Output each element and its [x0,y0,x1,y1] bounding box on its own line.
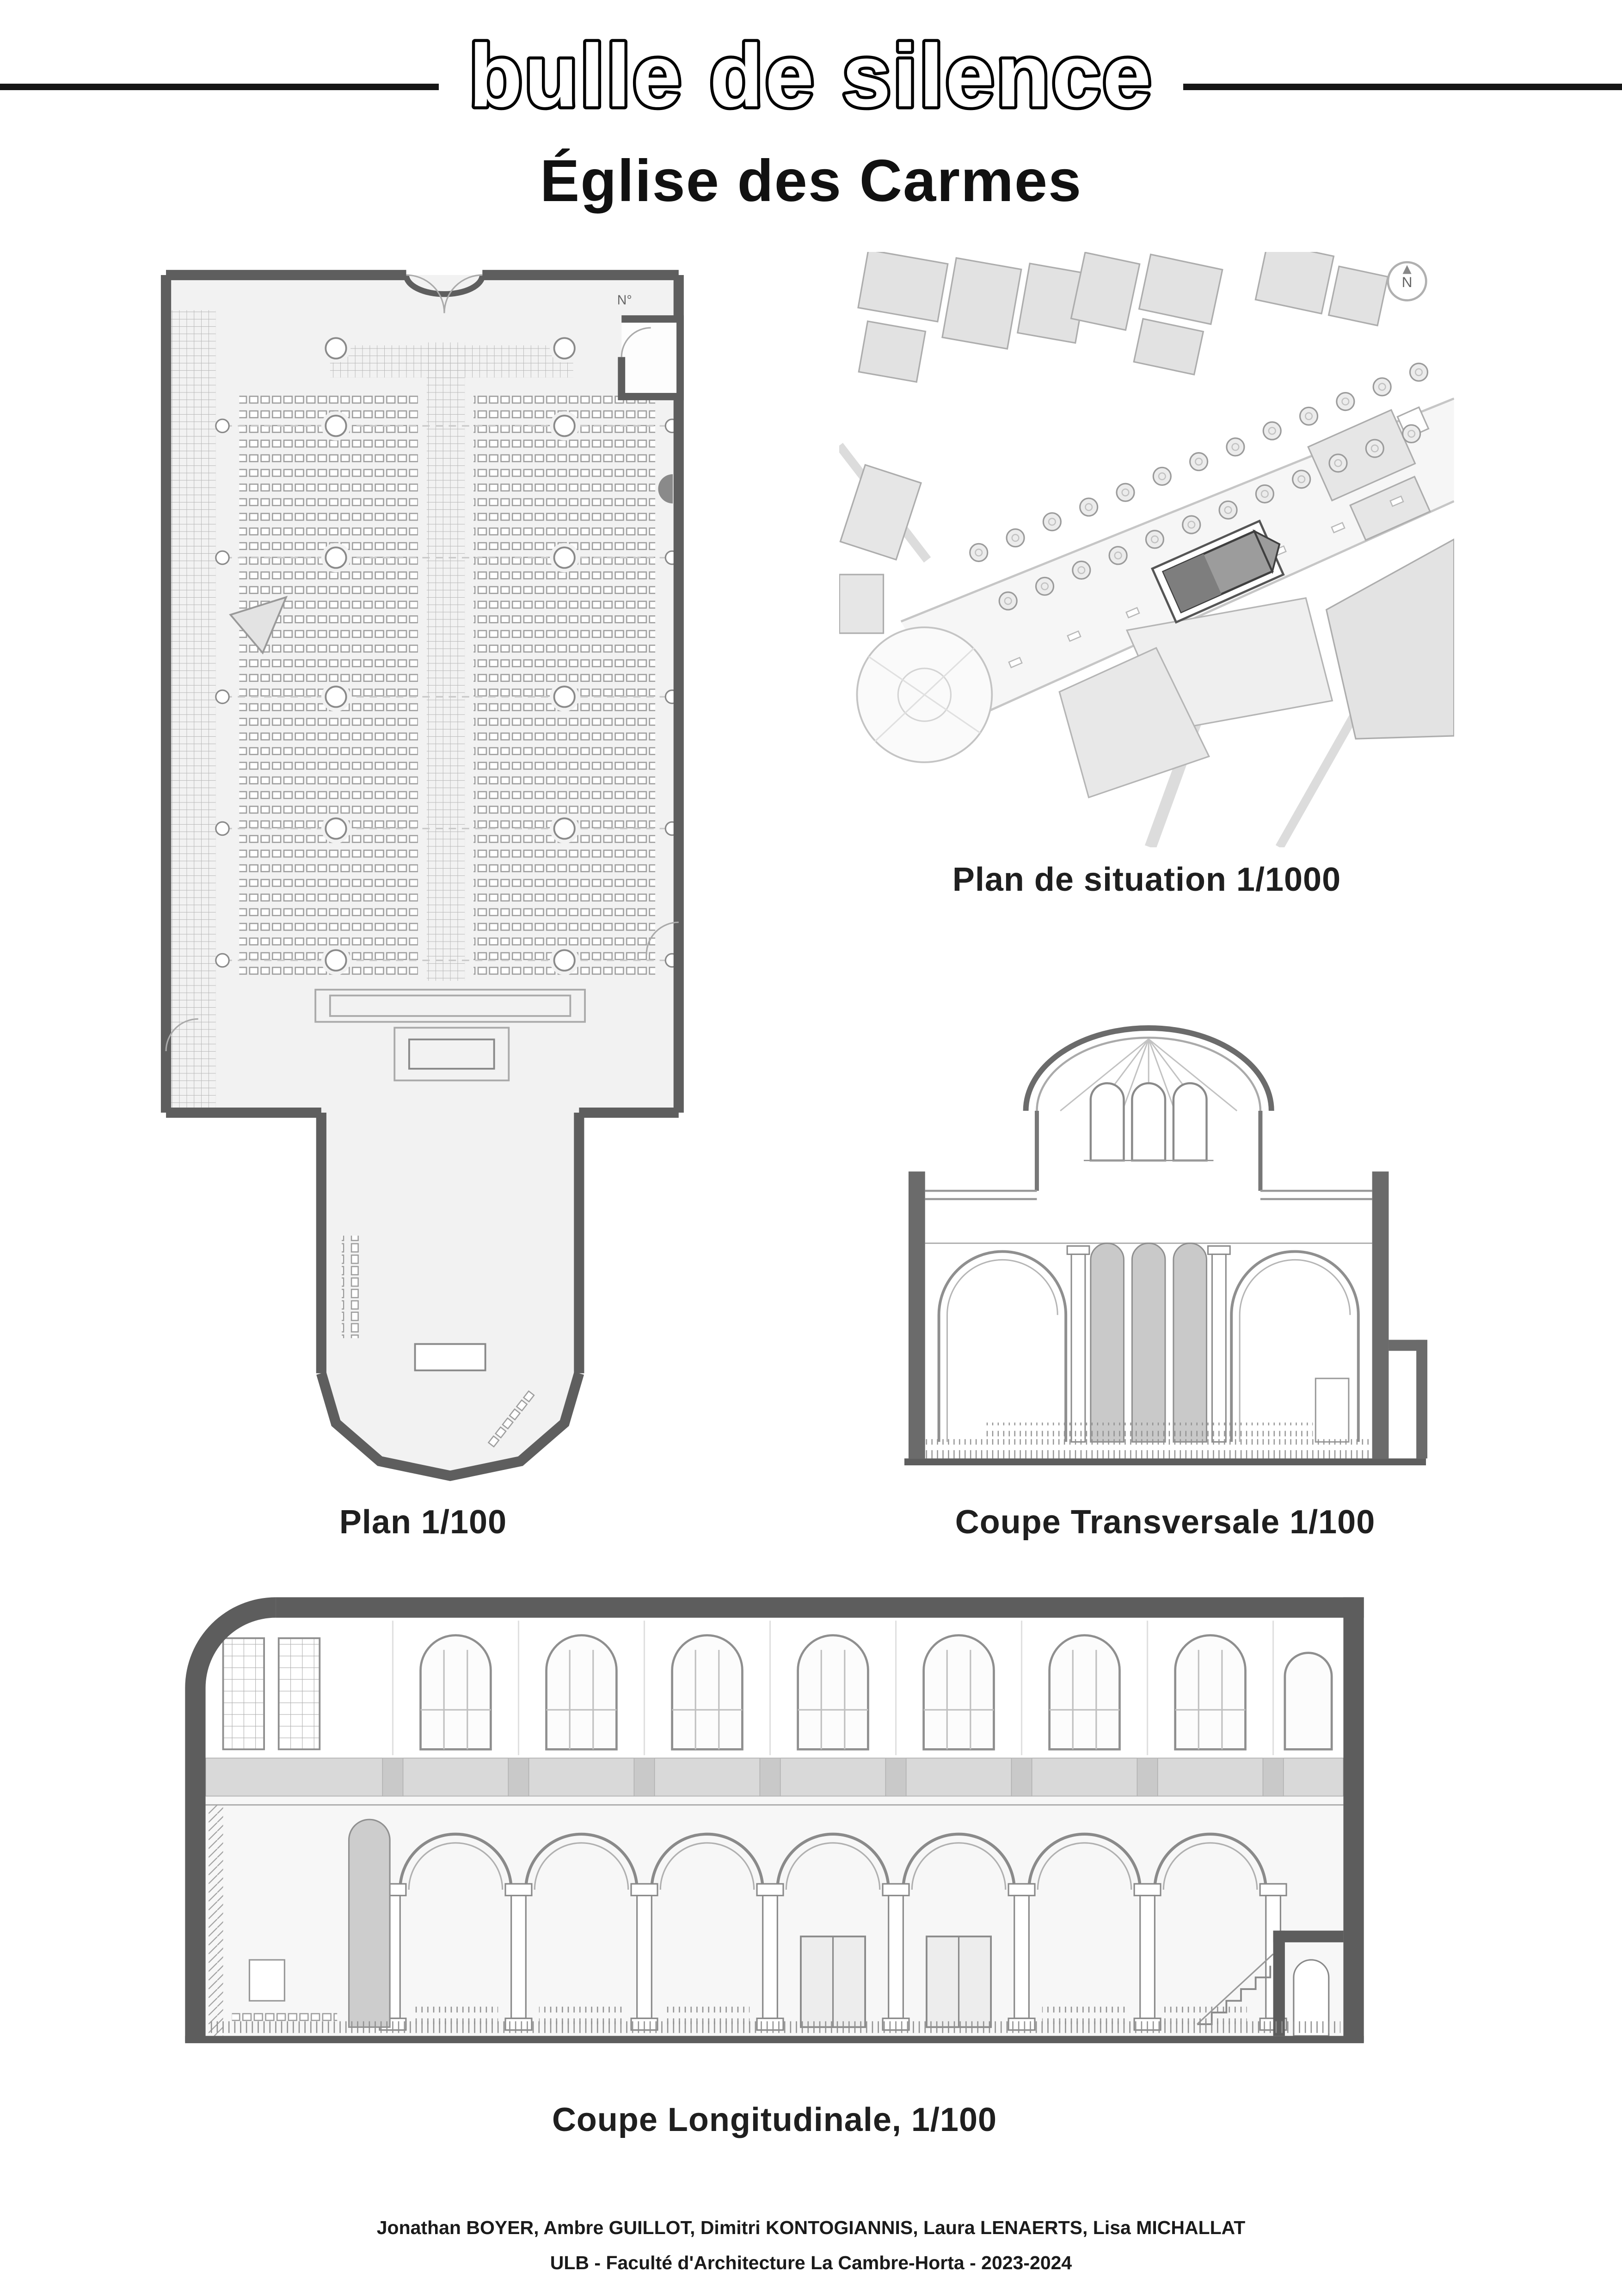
plan-sanctuary [314,989,586,1082]
page-title: bulle de silence [469,27,1153,125]
transversal-section-label: Coupe Transversale 1/100 [955,1504,1376,1541]
section-foundation-hatch [925,1439,1372,1459]
plan-columns [215,333,680,975]
north-icon: N [1387,261,1427,302]
header: bulle de silence [0,27,1622,138]
section-door [1315,1378,1350,1443]
plan-choir-stalls-left [342,1236,361,1338]
site-plaza [856,626,993,763]
long-clerestory [222,1621,1333,1756]
site-plan-label: Plan de situation 1/1000 [952,861,1341,898]
site-church-highlight [1150,519,1285,624]
long-entablature [205,1757,1344,1806]
project-subtitle: Église des Carmes [540,148,1082,214]
long-stairs [1197,1930,1344,2037]
page-title-bubble: bulle de silence [466,27,1155,129]
plan-side-apse [658,474,673,504]
plan-sacristy-room [618,315,684,400]
long-furnishing [413,1935,1247,2028]
plan-piano [229,595,288,655]
longitudinal-section-drawing [185,1597,1364,2044]
floor-plan-label: Plan 1/100 [339,1504,507,1541]
footer-school: ULB - Faculté d'Architecture La Cambre-H… [550,2252,1072,2273]
header-rule-left [0,84,439,90]
plan-transverse-runner [330,345,573,378]
plan-sacristy-door-swing [621,327,651,357]
longitudinal-section-label: Coupe Longitudinale, 1/100 [552,2101,997,2138]
plan-door-swings [165,274,679,1051]
section-dome [1023,1025,1274,1191]
plan-north-note: N° [617,293,632,307]
long-arcade-arches [399,1832,1267,1890]
plan-central-aisle [426,342,465,981]
long-left-end [208,1805,391,2036]
north-label: N [1402,274,1413,290]
long-structure-walls [185,1597,1364,2044]
site-buildings [839,252,1454,799]
section-balustrade [984,1422,1313,1437]
footer-authors: Jonathan BOYER, Ambre GUILLOT, Dimitri K… [376,2217,1246,2238]
plan-vault-lines [224,425,670,961]
long-ground-hatch [208,2021,1341,2036]
section-annex [1389,1340,1428,1459]
section-ground-line [904,1458,1426,1466]
header-rule-right [1183,84,1622,90]
floor-plan-drawing: N° [160,269,684,1481]
site-cars [1008,495,1404,668]
section-walls [908,1171,1389,1459]
plan-choir-stalls-right [485,1388,541,1452]
plan-entrance-porch [403,275,485,297]
section-nave-arches [1090,1243,1208,1443]
plan-choir-altar [414,1343,486,1371]
plan-side-corridor [169,310,216,1110]
section-aisle-arches [937,1250,1360,1442]
site-plan-drawing: N [839,252,1454,847]
plan-walls [160,269,684,1481]
section-drum-windows [1083,1082,1214,1162]
transversal-section-drawing [904,1025,1428,1466]
